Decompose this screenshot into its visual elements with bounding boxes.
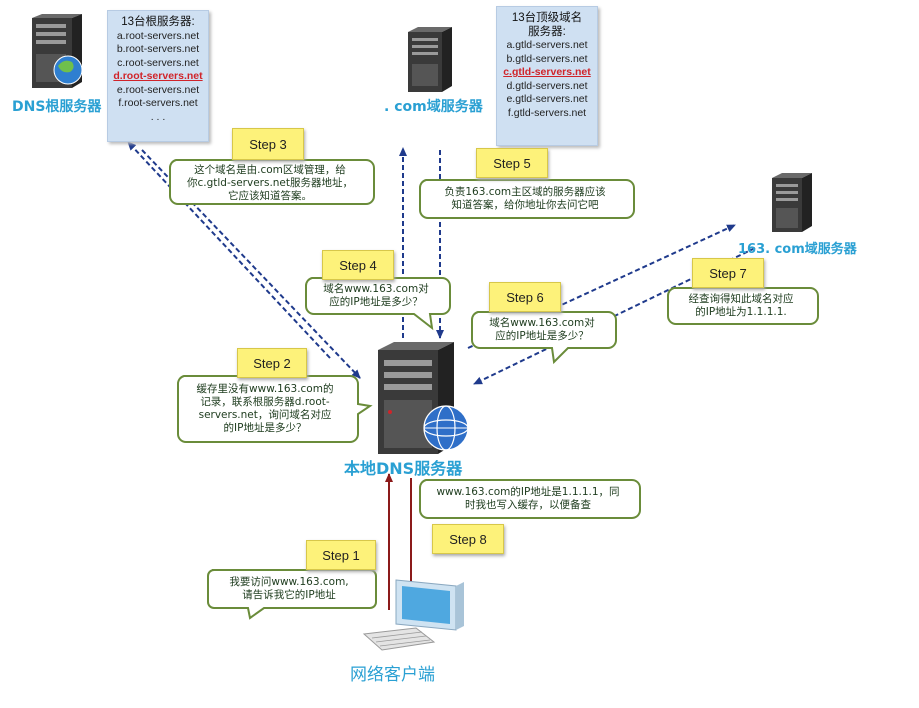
bubble-text: 时我也写入缓存，以便备查 [464,499,591,511]
bubble-outline [305,277,451,331]
bubble-text: 应的IP地址是多少？ [495,330,589,342]
bubble-outline [419,179,635,219]
bubble-text: 应的IP地址是多少？ [329,296,423,308]
gtld-list-item-highlight: c.gtld-servers.net [503,66,591,78]
root-server-label: DNS根服务器 [12,99,102,115]
root-server-icon [32,14,83,88]
speech-bubble-step5: 负责163.com主区域的服务器应该知道答案，给你地址你去问它吧 [419,179,635,219]
root-list-item: b.root-servers.net [116,43,200,55]
bubble-text: 知道答案，给你地址你去问它吧 [451,199,599,211]
bubble-outline [207,569,377,620]
root-list-item: c.root-servers.net [117,56,199,69]
step-2-label: Step 2 [237,348,307,378]
step-3-label: Step 3 [232,128,304,160]
step-1-label: Step 1 [306,540,376,570]
bubble-outline [169,159,375,205]
speech-bubble-step4: 域名www.163.com对应的IP地址是多少？ [305,277,451,331]
bubble-outline [667,287,819,325]
bubble-text: 经查询得知此域名对应 [688,293,794,305]
bubble-text: 我要访问www.163.com, [229,576,349,588]
local-dns-label: 本地DNS服务器 [344,459,463,478]
gtld-server-list: 13台顶级域名 服务器: a.gtld-servers.net b.gtld-s… [496,6,598,146]
bubble-text: 负责163.com主区域的服务器应该 [444,186,606,198]
root-list-title: 13台根服务器: [121,16,195,28]
bubble-text: 记录，联系根服务器d.root- [200,396,330,408]
bubble-text: 域名www.163.com对 [489,317,595,329]
speech-bubble-step3: 这个域名是由.com区域管理，给你c.gtld-servers.net服务器地址… [169,159,375,206]
bubble-text: 域名www.163.com对 [323,283,429,295]
root-list-ellipsis: . . . [150,110,166,123]
com-server-label: . com域服务器 [384,99,483,115]
step-4-label: Step 4 [322,250,394,280]
root-list-item: e.root-servers.net [116,83,200,96]
s163-server-label: 163. com域服务器 [738,242,857,257]
step-7-label: Step 7 [692,258,764,288]
bubble-text: 请告诉我它的IP地址 [242,589,336,601]
gtld-list-title: 13台顶级域名 [511,12,583,24]
gtld-list-item: b.gtld-servers.net [506,52,588,65]
step-6-label: Step 6 [489,282,561,312]
speech-bubble-step1: 我要访问www.163.com,请告诉我它的IP地址 [207,569,377,620]
bubble-text: 你c.gtld-servers.net服务器地址， [186,176,354,189]
speech-bubble-step6: 域名www.163.com对应的IP地址是多少？ [471,311,617,365]
client-computer-icon [362,579,464,651]
s163-server-icon [772,173,812,232]
root-list-item: a.root-servers.net [116,29,200,42]
arrow-step3 [127,141,331,359]
step-5-label: Step 5 [476,148,548,178]
step-8-label: Step 8 [432,524,504,554]
com-server-icon [408,27,452,92]
bubble-text: 这个域名是由.com区域管理，给 [194,163,346,176]
bubble-text: 它应该知道答案。 [227,189,312,202]
bubble-text: servers.net，询问域名对应 [198,409,332,421]
bubble-text: 缓存里没有www.163.com的 [196,383,334,395]
gtld-list-item: e.gtld-servers.net [506,93,588,105]
bubble-text: 的IP地址是多少？ [223,422,307,434]
client-label: 网络客户端 [350,665,435,685]
speech-bubble-step7: 经查询得知此域名对应的IP地址为1.1.1.1. [667,287,819,325]
bubble-text: 的IP地址为1.1.1.1. [695,306,787,318]
gtld-list-subtitle: 服务器: [528,25,566,38]
bubble-outline [419,479,641,519]
bubble-outline [177,375,373,443]
speech-bubble-step8: www.163.com的IP地址是1.1.1.1，同时我也写入缓存，以便备查 [419,479,641,519]
root-list-item-highlight: d.root-servers.net [113,70,203,82]
bubble-outline [471,311,617,365]
root-server-list: 13台根服务器: a.root-servers.net b.root-serve… [107,10,209,142]
gtld-list-item: f.gtld-servers.net [507,106,587,119]
bubble-text: www.163.com的IP地址是1.1.1.1，同 [436,486,620,498]
speech-bubble-step2: 缓存里没有www.163.com的记录，联系根服务器d.root-servers… [177,375,373,443]
gtld-list-item: a.gtld-servers.net [506,39,588,51]
local-dns-server-icon [378,342,469,454]
root-list-item: f.root-servers.net [118,97,198,109]
gtld-list-item: d.gtld-servers.net [506,79,588,92]
